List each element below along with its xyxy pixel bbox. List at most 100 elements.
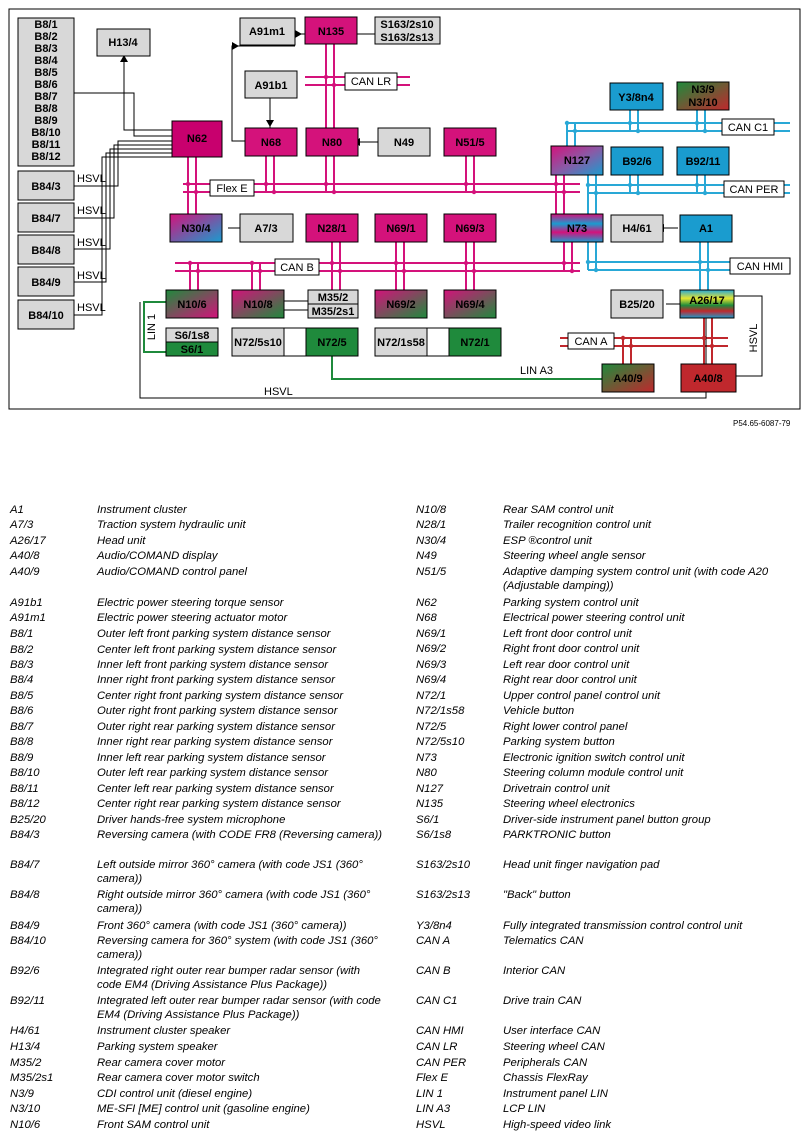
- bus-label-can-a: CAN A: [567, 332, 615, 350]
- node-label: A26/17: [689, 295, 724, 307]
- legend-description: Center right rear parking system distanc…: [97, 798, 341, 810]
- node-label: S6/1: [181, 344, 204, 356]
- lin-bus: [143, 301, 602, 380]
- node-b84-10: B84/10: [17, 299, 75, 330]
- node-b84-7: B84/7: [17, 202, 75, 233]
- legend-description: Left outside mirror 360° camera (with co…: [97, 859, 363, 885]
- node-label: B84/3: [31, 181, 60, 193]
- legend-description: Instrument cluster: [97, 504, 187, 516]
- legend-description: Chassis FlexRay: [503, 1072, 588, 1084]
- legend-code: A7/3: [10, 519, 34, 531]
- node-label: N72/5s10: [234, 337, 282, 349]
- legend-code: CAN HMI: [416, 1025, 464, 1037]
- node-label: B84/10: [28, 310, 63, 322]
- legend-description: Outer right front parking system distanc…: [97, 705, 338, 717]
- bus-label-text: Flex E: [216, 183, 247, 195]
- legend-description: Head unit finger navigation pad: [503, 859, 660, 871]
- network-topology-diagram: B8/1 B8/2 B8/3 B8/4 B8/5 B8/6 B8/7 B8/8 …: [8, 8, 801, 410]
- node-label: N10/8: [243, 299, 272, 311]
- node-label: N3/10: [688, 97, 717, 109]
- legend-description: Inner right front parking system distanc…: [97, 674, 335, 686]
- legend-code: Flex E: [416, 1072, 449, 1084]
- legend-description: Drive train CAN: [503, 995, 582, 1007]
- legend-code: B25/20: [10, 814, 46, 826]
- node-n30-4: N30/4: [169, 213, 223, 243]
- legend-code: M35/2: [10, 1057, 42, 1069]
- legend-description: Center left front parking system distanc…: [97, 644, 337, 656]
- legend-code: M35/2s1: [10, 1072, 54, 1084]
- legend-description: Outer left front parking system distance…: [97, 628, 331, 640]
- legend-code: B8/1: [10, 628, 34, 640]
- legend-code: B84/3: [10, 829, 40, 841]
- node-label: N49: [394, 137, 414, 149]
- legend-code: CAN B: [416, 965, 451, 977]
- b8-label: B8/3: [34, 43, 57, 55]
- legend-code: B8/3: [10, 659, 34, 671]
- node-label: S163/2s13: [380, 32, 433, 44]
- bus-label-can-b: CAN B: [274, 258, 320, 276]
- node-label: N51/5: [455, 137, 484, 149]
- node-n3: N3/9 N3/10: [676, 81, 730, 111]
- legend-description: Right rear door control unit: [503, 674, 637, 686]
- node-a1: A1: [679, 214, 733, 243]
- legend-description: Inner right rear parking system distance…: [97, 736, 333, 748]
- legend-description: Driver-side instrument panel button grou…: [503, 814, 711, 826]
- legend-code: N135: [416, 798, 444, 810]
- legend-description: Left front door control unit: [503, 628, 632, 640]
- b8-label: B8/4: [34, 55, 58, 67]
- diagram-frame: [8, 8, 801, 410]
- node-label: N62: [187, 133, 207, 145]
- node-label: H4/61: [622, 223, 651, 235]
- legend-description: Right outside mirror 360° camera (with c…: [97, 889, 371, 915]
- legend-description: Steering wheel CAN: [503, 1041, 605, 1053]
- legend-description: Reversing camera (with CODE FR8 (Reversi…: [97, 829, 383, 841]
- node-n28-1: N28/1: [305, 213, 359, 243]
- node-label: N135: [318, 26, 344, 38]
- legend-description: Front 360° camera (with code JS1 (360° c…: [97, 920, 347, 932]
- legend-description: Driver hands-free system microphone: [97, 814, 286, 826]
- b8-label: B8/12: [31, 151, 60, 163]
- legend-description: Audio/COMAND control panel: [97, 566, 248, 578]
- node-h4-61: H4/61: [610, 214, 664, 243]
- node-label: N69/4: [455, 299, 485, 311]
- legend-description: Traction system hydraulic unit: [97, 519, 246, 531]
- legend-description: Electric power steering actuator motor: [97, 612, 288, 624]
- legend-description: Parking system speaker: [97, 1041, 218, 1053]
- legend-code: HSVL: [416, 1119, 446, 1131]
- node-label: N3/9: [691, 84, 714, 96]
- legend-code: N73: [416, 752, 437, 764]
- legend-description: Instrument cluster speaker: [97, 1025, 231, 1037]
- node-a91b1: A91b1: [244, 70, 298, 99]
- bus-label-text: CAN A: [574, 336, 608, 348]
- node-label: B92/11: [686, 156, 721, 168]
- node-label: H13/4: [108, 37, 138, 49]
- legend-code: S163/2s10: [416, 859, 471, 871]
- legend-code: Y3/8n4: [416, 920, 452, 932]
- legend-description: Electric power steering torque sensor: [97, 597, 284, 609]
- node-label: Y3/8n4: [618, 92, 654, 104]
- junction-dots: [185, 74, 575, 274]
- legend-description: Integrated right outer rear bumper radar…: [97, 965, 361, 991]
- legend-description: Rear camera cover motor switch: [97, 1072, 260, 1084]
- b8-label: B8/9: [34, 115, 57, 127]
- b8-label: B8/11: [32, 139, 61, 151]
- legend-code: B8/12: [10, 798, 40, 810]
- legend-description: Trailer recognition control unit: [503, 519, 651, 531]
- legend-description: Steering wheel angle sensor: [503, 550, 646, 562]
- bus-label-flex-e: Flex E: [209, 179, 255, 197]
- hsvl-label: HSVL: [77, 173, 106, 185]
- node-n10-6: N10/6: [165, 289, 219, 319]
- node-label: N72/5: [317, 337, 346, 349]
- legend-description: Adaptive damping system control unit (wi…: [503, 566, 769, 592]
- b8-label: B8/6: [34, 79, 57, 91]
- hsvl-label: HSVL: [77, 237, 106, 249]
- legend-code: N3/10: [10, 1103, 41, 1115]
- legend-code: N69/3: [416, 659, 447, 671]
- legend-code: B92/6: [10, 965, 40, 977]
- bus-label-can-per: CAN PER: [723, 180, 785, 198]
- legend-description: Right lower control panel: [503, 721, 628, 733]
- node-label: A40/8: [693, 373, 722, 385]
- node-label: M35/2s1: [312, 306, 355, 318]
- legend-code: B84/10: [10, 935, 46, 947]
- junction-dots-red: [620, 335, 715, 349]
